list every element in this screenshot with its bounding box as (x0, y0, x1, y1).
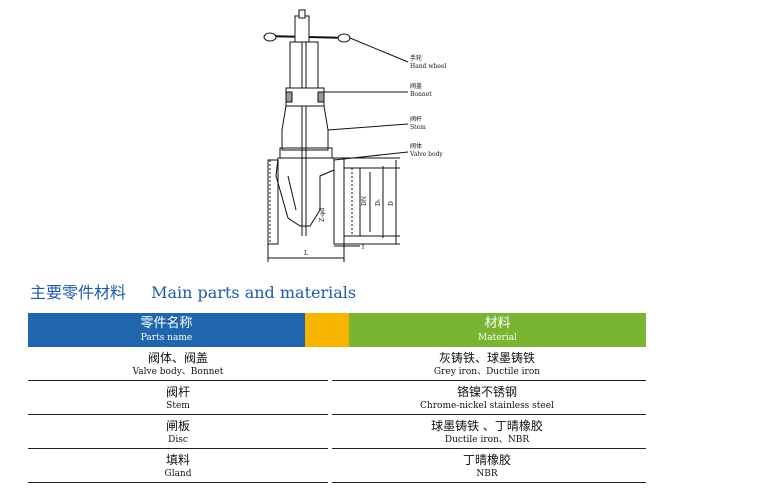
header-divider (305, 313, 349, 347)
material-cn: 灰铸铁、球墨铸铁 (438, 351, 535, 365)
row-divider (332, 448, 646, 449)
header-material-en: Material (478, 333, 517, 343)
material-cell: 灰铸铁、球墨铸铁 Grey iron、Ductile iron (328, 347, 646, 381)
label-bonnet-cn: 阀盖 (410, 82, 422, 90)
materials-table: 零件名称 Parts name 材料 Material 阀体、阀盖 Valve … (28, 313, 646, 483)
section-title: 主要零件材料 Main parts and materials (30, 279, 630, 303)
table-row: 闸板 Disc 球墨铸铁 、丁晴橡胶 Ductile iron、NBR (28, 415, 646, 449)
part-cell: 阀体、阀盖 Valve body、Bonnet (28, 347, 328, 381)
header-material: 材料 Material (349, 313, 646, 347)
part-cn: 闸板 (165, 419, 190, 433)
header-parts-cn: 零件名称 (140, 316, 193, 331)
material-cn: 丁晴橡胶 (462, 453, 511, 467)
dim-f: f (362, 244, 365, 251)
section-title-en: Main parts and materials (151, 283, 357, 302)
part-cn: 阀杆 (165, 385, 190, 399)
row-divider (28, 380, 328, 381)
row-divider (28, 482, 328, 483)
dim-holes: Z-φd (319, 208, 326, 222)
dim-d: D (388, 201, 395, 206)
material-cell: 铬镍不锈钢 Chrome-nickel stainless steel (328, 381, 646, 415)
material-en: Chrome-nickel stainless steel (420, 401, 554, 411)
header-parts: 零件名称 Parts name (28, 313, 305, 347)
part-en: Stem (166, 401, 190, 411)
valve-drawing: 手轮 Hand wheel 阀盖 Bonnet 阀杆 Stem 阀体 Valve… (263, 9, 447, 262)
label-bonnet-en: Bonnet (410, 91, 432, 98)
material-cell: 丁晴橡胶 NBR (328, 449, 646, 483)
part-cell: 阀杆 Stem (28, 381, 328, 415)
part-en: Gland (164, 469, 192, 479)
label-valve-body-en: Valve body (409, 151, 443, 158)
material-cn: 铬镍不锈钢 (456, 385, 517, 399)
label-valve-body-cn: 阀体 (410, 142, 422, 150)
label-hand-wheel-en: Hand wheel (410, 63, 447, 70)
material-en: Grey iron、Ductile iron (433, 367, 541, 377)
label-stem-en: Stem (410, 124, 426, 131)
row-divider (332, 414, 646, 415)
part-cell: 闸板 Disc (28, 415, 328, 449)
material-en: NBR (476, 469, 498, 479)
row-divider (28, 414, 328, 415)
material-en: Ductile iron、NBR (444, 435, 530, 445)
header-parts-en: Parts name (140, 333, 193, 343)
part-cn: 填料 (165, 453, 190, 467)
material-cell: 球墨铸铁 、丁晴橡胶 Ductile iron、NBR (328, 415, 646, 449)
dim-dn: DN (361, 196, 368, 206)
row-divider (332, 482, 646, 483)
row-divider (332, 380, 646, 381)
part-cell: 填料 Gland (28, 449, 328, 483)
section-title-cn: 主要零件材料 (30, 283, 127, 302)
dim-l: L (304, 250, 308, 257)
table-row: 填料 Gland 丁晴橡胶 NBR (28, 449, 646, 483)
part-cn: 阀体、阀盖 (147, 351, 208, 365)
part-en: Valve body、Bonnet (132, 367, 224, 377)
label-hand-wheel-cn: 手轮 (410, 54, 422, 62)
table-row: 阀体、阀盖 Valve body、Bonnet 灰铸铁、球墨铸铁 Grey ir… (28, 347, 646, 381)
header-material-cn: 材料 (484, 316, 511, 331)
row-divider (28, 448, 328, 449)
table-header: 零件名称 Parts name 材料 Material (28, 313, 646, 347)
table-row: 阀杆 Stem 铬镍不锈钢 Chrome-nickel stainless st… (28, 381, 646, 415)
part-en: Disc (168, 435, 188, 445)
label-stem-cn: 阀杆 (410, 115, 422, 123)
material-cn: 球墨铸铁 、丁晴橡胶 (431, 419, 543, 433)
dim-d1: D₁ (375, 199, 382, 206)
